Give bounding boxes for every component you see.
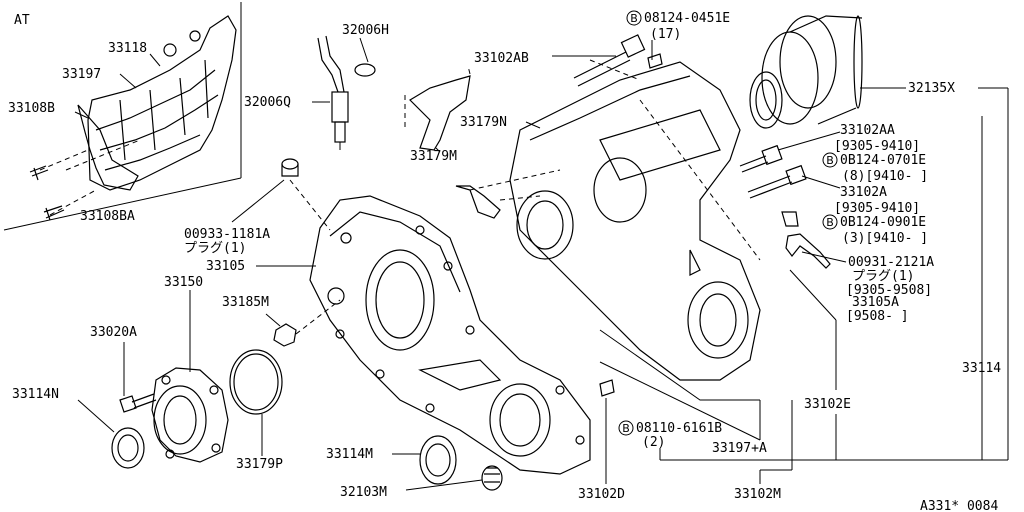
part-33185m — [273, 323, 297, 347]
label-00933-plug: プラグ(1) — [184, 241, 246, 256]
label-33179m: 33179M — [410, 149, 457, 164]
housing-33150 — [151, 367, 229, 463]
rear-case — [509, 61, 761, 381]
label-08124-0451e-qty: (17) — [650, 27, 681, 42]
label-33185m: 33185M — [222, 295, 269, 310]
seal-33114m — [419, 435, 457, 485]
label-33179p: 33179P — [236, 457, 283, 472]
label-0b124-0701e-range: (8)[9410- ] — [842, 169, 928, 184]
bolt-33102ab — [552, 34, 663, 87]
speed-sensor — [317, 35, 376, 150]
label-08124-0451e: 08124-0451E — [644, 11, 730, 26]
label-33150: 33150 — [164, 275, 203, 290]
label-33108b: 33108B — [8, 101, 55, 116]
label-08110-6161b: 08110-6161B — [636, 421, 722, 436]
label-0b124-0701e: 0B124-0701E — [840, 153, 926, 168]
label-0b124-0901e: 0B124-0901E — [840, 215, 926, 230]
label-33114n: 33114N — [12, 387, 59, 402]
label-33102a-range: [9305-9410] — [834, 201, 920, 216]
label-0b124-0901e-range: (3)[9410- ] — [842, 231, 928, 246]
label-33114: 33114 — [962, 361, 1001, 376]
label-32006q: 32006Q — [244, 95, 291, 110]
at-label: AT — [14, 13, 30, 28]
label-33102aa-range: [9305-9410] — [834, 139, 920, 154]
label-08110-qty: (2) — [642, 435, 665, 450]
bolt-33102a — [747, 164, 807, 199]
bolt-33020a — [119, 393, 157, 413]
label-00933-1181a: 00933-1181A — [184, 227, 270, 242]
label-32103m: 32103M — [340, 485, 387, 500]
gasket-33179p — [229, 349, 283, 415]
figure-code: A331* 0084 — [920, 499, 998, 512]
label-00931-range: [9305-9508] — [846, 283, 932, 298]
seal-33114n — [111, 427, 145, 469]
label-00931-2121a: 00931-2121A — [848, 255, 934, 270]
label-33197: 33197 — [62, 67, 101, 82]
part-32135x — [749, 15, 863, 129]
label-33102e: 33102E — [804, 397, 851, 412]
label-33102d: 33102D — [578, 487, 625, 502]
plug-00931 — [781, 211, 831, 269]
front-case — [309, 195, 591, 475]
label-33105a-range: [9508- ] — [846, 309, 909, 324]
bolt-symbol: B — [630, 12, 638, 25]
label-33020a: 33020A — [90, 325, 137, 340]
bolt-symbol: B — [826, 154, 834, 167]
label-33105: 33105 — [206, 259, 245, 274]
bolt-symbol: B — [826, 216, 834, 229]
label-33102m: 33102M — [734, 487, 781, 502]
part-32103m — [481, 465, 503, 491]
label-33102a: 33102A — [840, 185, 887, 200]
label-33108ba: 33108BA — [80, 209, 135, 224]
label-33105a: 33105A — [852, 295, 899, 310]
label-33179n: 33179N — [460, 115, 507, 130]
label-00931-plug: プラグ(1) — [852, 269, 914, 284]
at-inset: AT — [3, 2, 242, 231]
label-33114m: 33114M — [326, 447, 373, 462]
bolt-33102aa — [739, 144, 783, 173]
label-33102ab: 33102AB — [474, 51, 529, 66]
label-33118: 33118 — [108, 41, 147, 56]
bolt-symbol: B — [622, 422, 630, 435]
label-33102aa: 33102AA — [840, 123, 895, 138]
bracket-33179m — [404, 65, 471, 151]
part-33102d — [599, 379, 615, 397]
label-32135x: 32135X — [908, 81, 955, 96]
plug-00933 — [281, 158, 299, 177]
label-33197a: 33197+A — [712, 441, 767, 456]
label-32006h: 32006H — [342, 23, 389, 38]
